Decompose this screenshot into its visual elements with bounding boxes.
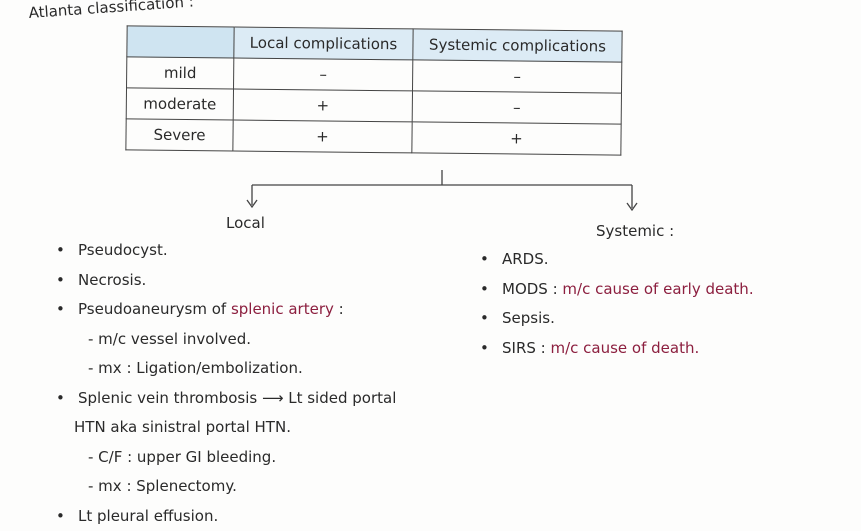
list-item: ARDS. — [480, 245, 754, 275]
list-item: Necrosis. — [56, 266, 396, 296]
systemic-heading: Systemic : — [596, 222, 675, 240]
list-item: - mx : Ligation/embolization. — [88, 359, 303, 377]
list-item: - m/c vessel involved. — [88, 329, 252, 348]
local-complications-list: Pseudocyst. Necrosis. Pseudoaneurysm of … — [56, 236, 396, 531]
systemic-complications-list: ARDS. MODS : m/c cause of early death. S… — [480, 245, 754, 363]
list-item: Lt pleural effusion. — [56, 502, 396, 531]
list-item: Pseudoaneurysm of splenic artery : — [56, 295, 396, 325]
list-item: SIRS : m/c cause of death. — [480, 334, 754, 364]
list-item: Sepsis. — [480, 304, 754, 334]
list-item: - mx : Splenectomy. — [88, 477, 237, 495]
list-item: - C/F : upper GI bleeding. — [88, 447, 277, 466]
list-item: Splenic vein thrombosis ⟶ Lt sided porta… — [56, 384, 396, 414]
list-item: Pseudocyst. — [56, 236, 396, 266]
list-item: HTN aka sinistral portal HTN. — [74, 418, 291, 436]
local-heading: Local — [226, 214, 265, 232]
list-item: MODS : m/c cause of early death. — [480, 275, 754, 305]
